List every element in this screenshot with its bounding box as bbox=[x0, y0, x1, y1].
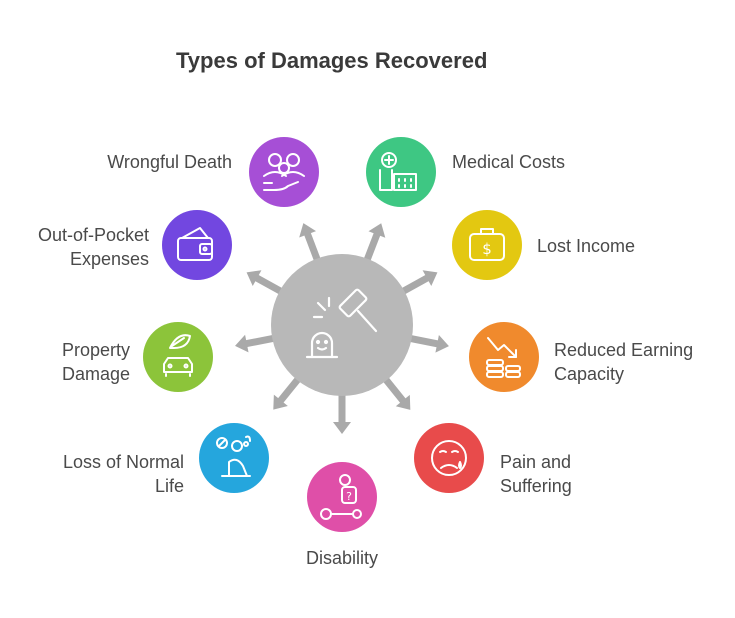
arrow-head-rec bbox=[435, 334, 449, 353]
arrow-head-mc bbox=[368, 223, 386, 238]
property-damage-node bbox=[143, 322, 213, 392]
family-hand-icon bbox=[263, 153, 305, 191]
disability-node: ? bbox=[307, 462, 377, 532]
arrow-head-wd bbox=[299, 223, 317, 238]
wheelchair-icon: ? bbox=[320, 474, 362, 520]
arrow-head-li bbox=[422, 270, 438, 287]
medical-costs-node bbox=[366, 137, 436, 207]
label-property-damage: Property Damage bbox=[61, 340, 130, 384]
gavel-icon bbox=[312, 288, 378, 333]
arrow-shaft-rec bbox=[407, 334, 442, 349]
arrow-shaft-ps bbox=[381, 375, 409, 406]
out-of-pocket-expenses-node bbox=[162, 210, 232, 280]
loss-of-normal-life-node bbox=[199, 423, 269, 493]
svg-text:?: ? bbox=[346, 490, 352, 503]
wallet-icon bbox=[177, 227, 213, 261]
wrongful-death-node bbox=[249, 137, 319, 207]
central-hub bbox=[271, 254, 413, 396]
money-briefcase-icon: $ bbox=[469, 228, 505, 261]
reduced-earning-capacity-node bbox=[469, 322, 539, 392]
arrow-shaft-mc bbox=[362, 229, 382, 264]
arrow-head-lnl bbox=[273, 394, 288, 410]
label-reduced-earning-capacity: Reduced Earning Capacity bbox=[554, 340, 694, 384]
arrow-head-pd bbox=[235, 334, 249, 353]
declining-coins-icon bbox=[486, 337, 521, 378]
hub-arrows bbox=[235, 223, 449, 434]
tombstone-icon bbox=[305, 331, 339, 359]
label-disability: Disability bbox=[305, 548, 379, 568]
arrow-shaft-lnl bbox=[275, 374, 303, 406]
arrow-shaft-ope bbox=[251, 273, 286, 296]
page-title: Types of Damages Recovered bbox=[176, 48, 488, 73]
arrow-head-dis bbox=[333, 422, 351, 434]
label-lost-income: Lost Income bbox=[537, 236, 636, 256]
house-car-icon bbox=[163, 334, 193, 377]
arrow-shaft-pd bbox=[242, 334, 277, 348]
svg-text:$: $ bbox=[482, 240, 492, 258]
label-pain-and-suffering: Pain and Suffering bbox=[500, 452, 572, 496]
lost-income-node: $ bbox=[452, 210, 522, 280]
arrow-head-ope bbox=[246, 270, 262, 287]
label-medical-costs: Medical Costs bbox=[452, 152, 566, 172]
label-loss-of-normal-life: Loss of Normal Life bbox=[62, 452, 184, 496]
sad-face-icon bbox=[431, 440, 467, 476]
person-activities-icon bbox=[216, 435, 251, 477]
label-wrongful-death: Wrongful Death bbox=[107, 152, 232, 172]
label-out-of-pocket-expenses: Out-of-Pocket Expenses bbox=[37, 225, 149, 269]
hospital-icon bbox=[379, 152, 417, 191]
pain-and-suffering-node bbox=[414, 423, 484, 493]
arrow-shaft-li bbox=[398, 273, 433, 296]
arrow-head-ps bbox=[395, 394, 411, 410]
arrow-shaft-wd bbox=[302, 229, 322, 264]
